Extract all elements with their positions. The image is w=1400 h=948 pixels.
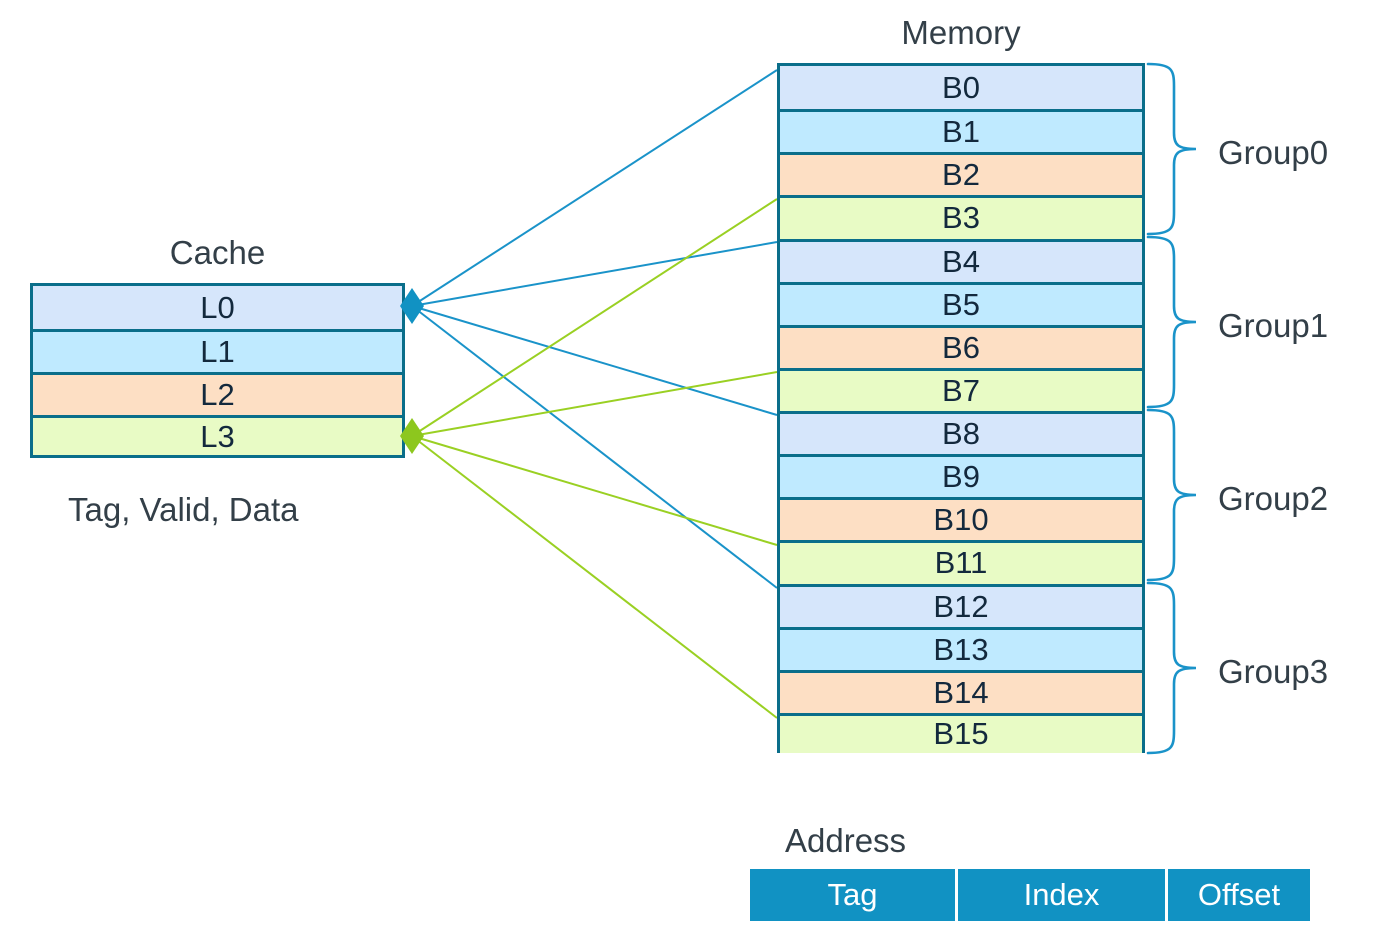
memory-title: Memory bbox=[901, 14, 1021, 51]
address-field-label: Tag bbox=[827, 877, 878, 912]
cache-line-l3[interactable]: L3 bbox=[33, 415, 402, 455]
connector-l3-b7 bbox=[411, 371, 778, 437]
brace-group3 bbox=[1146, 581, 1197, 755]
memory-block-b8[interactable]: B8 bbox=[780, 411, 1142, 455]
memory-block-label: B14 bbox=[933, 674, 989, 710]
cache-line-l2[interactable]: L2 bbox=[33, 372, 402, 416]
memory-block-b11[interactable]: B11 bbox=[780, 540, 1142, 584]
memory-block-label: B4 bbox=[942, 243, 980, 279]
memory-block-b10[interactable]: B10 bbox=[780, 497, 1142, 541]
group-label-group0: Group0 bbox=[1218, 134, 1329, 171]
memory-box: B0 B1 B2 B3 B4 B5 B6 B7 B8 B9 B10 B11 B1… bbox=[777, 63, 1145, 753]
memory-block-label: B0 bbox=[942, 69, 980, 105]
memory-block-b9[interactable]: B9 bbox=[780, 454, 1142, 498]
memory-block-label: B10 bbox=[933, 502, 989, 538]
memory-block-label: B13 bbox=[933, 631, 989, 667]
connector-l3-b3 bbox=[411, 198, 778, 437]
brace-group2 bbox=[1146, 408, 1197, 582]
group-label-group2: Group2 bbox=[1218, 480, 1329, 517]
address-field-offset[interactable]: Offset bbox=[1165, 869, 1310, 921]
connector-l0-b4 bbox=[411, 241, 778, 307]
address-field-label: Offset bbox=[1197, 877, 1281, 912]
address-field-index[interactable]: Index bbox=[955, 869, 1165, 921]
address-field-label: Index bbox=[1023, 877, 1100, 912]
connector-group-l0 bbox=[411, 69, 778, 589]
brace-group0 bbox=[1146, 62, 1197, 236]
memory-block-b6[interactable]: B6 bbox=[780, 324, 1142, 368]
memory-block-label: B9 bbox=[942, 459, 980, 495]
cache-line-label: L0 bbox=[200, 289, 235, 325]
memory-block-b13[interactable]: B13 bbox=[780, 626, 1142, 670]
cache-line-l1[interactable]: L1 bbox=[33, 329, 402, 373]
memory-block-b15[interactable]: B15 bbox=[780, 712, 1142, 753]
memory-block-label: B3 bbox=[942, 200, 980, 236]
connector-l0-b8 bbox=[411, 305, 778, 416]
address-title: Address bbox=[785, 822, 907, 859]
memory-block-b12[interactable]: B12 bbox=[780, 583, 1142, 627]
memory-block-b14[interactable]: B14 bbox=[780, 669, 1142, 713]
memory-block-b2[interactable]: B2 bbox=[780, 152, 1142, 196]
connector-group-l3 bbox=[411, 198, 778, 719]
connector-l3-b15 bbox=[411, 435, 778, 719]
memory-block-b5[interactable]: B5 bbox=[780, 281, 1142, 325]
connector-l0-b0 bbox=[411, 69, 778, 307]
memory-block-label: B1 bbox=[942, 114, 980, 150]
memory-block-label: B5 bbox=[942, 286, 980, 322]
memory-block-label: B7 bbox=[942, 372, 980, 408]
memory-block-label: B11 bbox=[934, 545, 988, 581]
cache-fields-caption: Tag, Valid, Data bbox=[68, 491, 299, 528]
memory-block-b4[interactable]: B4 bbox=[780, 238, 1142, 282]
brace-group1 bbox=[1146, 235, 1197, 409]
diamond-blue-icon bbox=[400, 288, 424, 324]
cache-line-label: L1 bbox=[200, 334, 235, 370]
memory-block-b7[interactable]: B7 bbox=[780, 367, 1142, 412]
diamond-green-icon bbox=[400, 418, 424, 454]
address-field-tag[interactable]: Tag bbox=[750, 869, 955, 921]
address-bar: Tag Index Offset bbox=[750, 869, 1310, 921]
cache-box: L0 L1 L2 L3 bbox=[30, 283, 405, 458]
memory-block-label: B2 bbox=[942, 157, 980, 193]
connector-l3-b11 bbox=[411, 435, 778, 546]
memory-block-label: B15 bbox=[933, 716, 989, 752]
connector-l0-b12 bbox=[411, 305, 778, 589]
memory-block-label: B6 bbox=[942, 329, 980, 365]
memory-block-label: B12 bbox=[933, 588, 989, 624]
memory-block-b3[interactable]: B3 bbox=[780, 195, 1142, 239]
memory-block-b1[interactable]: B1 bbox=[780, 109, 1142, 153]
group-label-group3: Group3 bbox=[1218, 653, 1329, 690]
memory-block-b0[interactable]: B0 bbox=[780, 66, 1142, 110]
memory-block-label: B8 bbox=[942, 416, 980, 452]
cache-line-l0[interactable]: L0 bbox=[33, 286, 402, 330]
group-label-group1: Group1 bbox=[1218, 307, 1329, 344]
cache-title: Cache bbox=[169, 234, 266, 271]
cache-line-label: L3 bbox=[200, 418, 235, 454]
cache-line-label: L2 bbox=[200, 377, 235, 413]
